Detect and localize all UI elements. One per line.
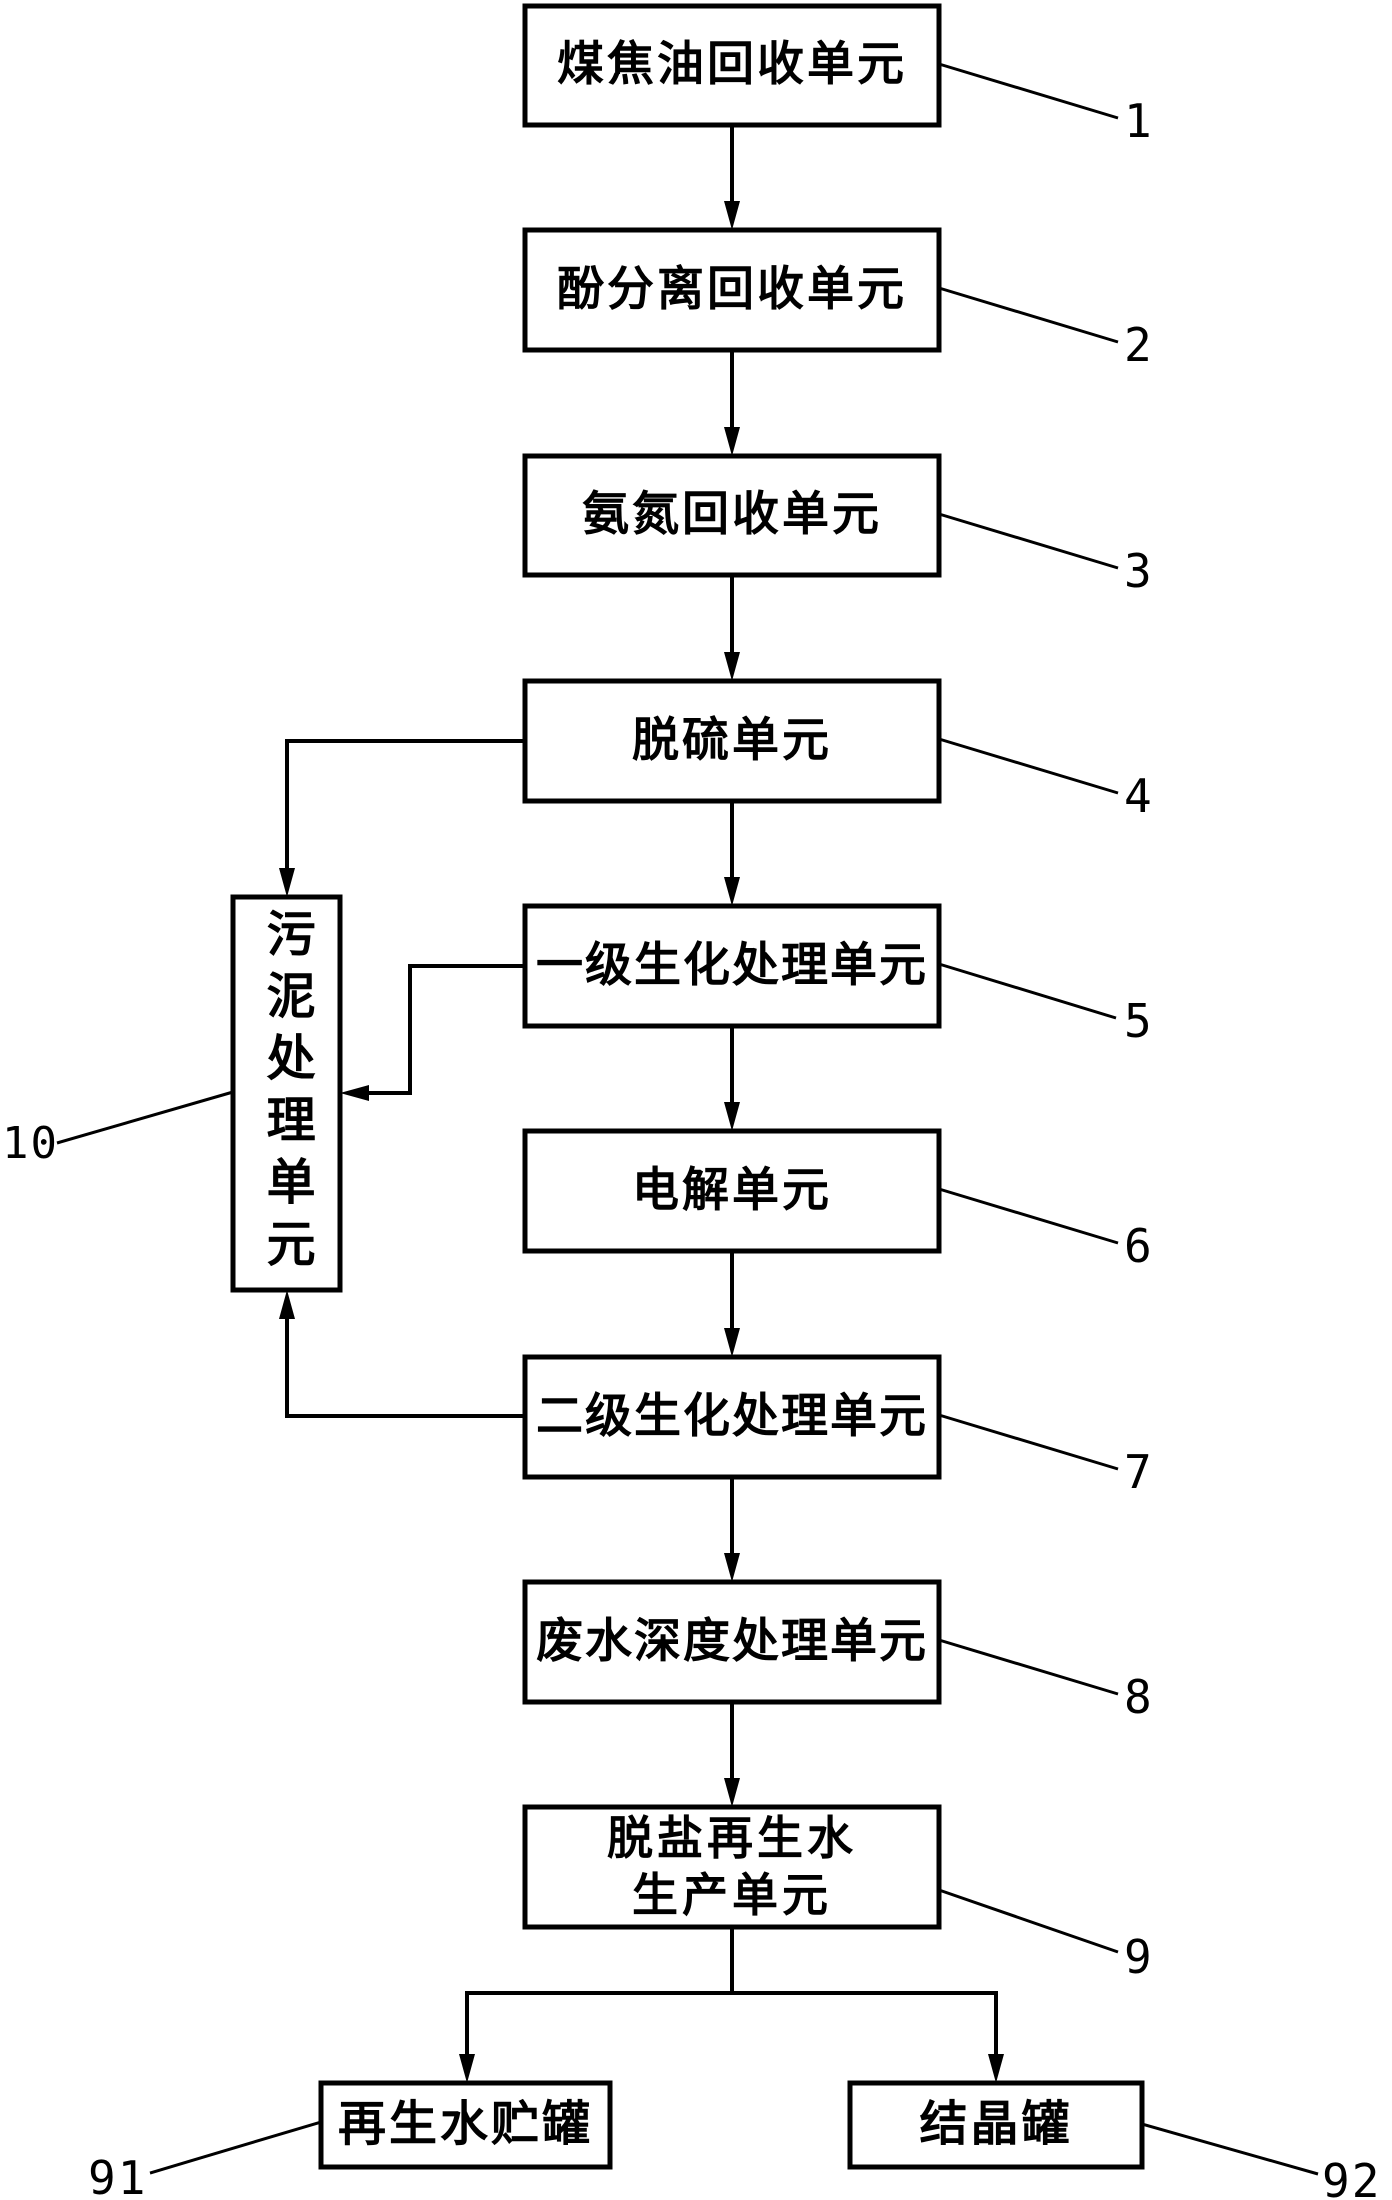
arrowhead-into-box8	[724, 1553, 740, 1582]
sludge-unit-label: 污泥处理单元	[258, 907, 316, 1280]
tank-91-label: 再生水贮罐	[337, 2096, 593, 2153]
leader-line-4	[938, 737, 1119, 795]
process-box-9-label-line2: 生产单元	[632, 1868, 832, 1922]
process-box-9-label-line1: 脱盐再生水	[607, 1810, 857, 1865]
leader-line-10	[56, 1090, 234, 1145]
ref-label-6: 6	[1124, 1219, 1154, 1273]
arrowhead-into-box7	[724, 1328, 740, 1357]
leader-line-6	[938, 1187, 1119, 1245]
arrowhead-into-sludge-top	[279, 868, 295, 897]
arrowhead-into-tank-92	[988, 2054, 1004, 2083]
arrowhead-into-box5	[724, 877, 740, 906]
ref-label-2: 2	[1124, 318, 1154, 372]
process-box-2-outline	[522, 227, 942, 353]
ref-label-92: 92	[1322, 2154, 1382, 2200]
ref-label-5: 5	[1124, 994, 1154, 1048]
process-box-5-label: 一级生化处理单元	[536, 937, 928, 993]
process-box-5-outline	[522, 903, 942, 1029]
ref-label-8: 8	[1124, 1670, 1154, 1724]
arrowhead-into-box4	[724, 652, 740, 681]
arrowhead-into-sludge-right	[340, 1085, 369, 1101]
leader-line-91	[149, 2120, 322, 2175]
ref-label-9: 9	[1124, 1930, 1154, 1984]
process-box-6-label: 电解单元	[632, 1162, 832, 1218]
secondary-bio-to-sludge-line	[285, 1316, 525, 1418]
process-box-1-label: 煤焦油回收单元	[557, 37, 907, 93]
process-box-6-outline	[522, 1128, 942, 1254]
process-box-8-label: 废水深度处理单元	[536, 1613, 928, 1669]
primary-bio-to-sludge-line	[369, 964, 525, 1095]
arrowhead-into-box3	[724, 427, 740, 456]
ref-label-3: 3	[1124, 544, 1154, 598]
ref-label-1: 1	[1124, 94, 1154, 148]
process-box-3-label: 氨氮回收单元	[582, 487, 882, 543]
leader-line-92	[1141, 2122, 1319, 2176]
process-box-1-outline	[522, 3, 942, 128]
process-box-7-label: 二级生化处理单元	[536, 1388, 928, 1444]
process-box-4-label: 脱硫单元	[632, 712, 832, 768]
ref-label-10: 10	[2, 1118, 59, 1169]
ref-label-91: 91	[88, 2151, 148, 2200]
tank-92-label: 结晶罐	[919, 2096, 1073, 2153]
arrowhead-into-box9	[724, 1778, 740, 1807]
sludge-unit-box-outline	[230, 894, 343, 1293]
ref-label-4: 4	[1124, 769, 1154, 823]
process-box-7-outline	[522, 1354, 942, 1480]
leader-line-5	[938, 962, 1117, 1020]
tank-91-box-outline	[318, 2080, 613, 2170]
process-box-9-label: 脱盐再生水 生产单元	[525, 1807, 939, 1927]
desulfurization-to-sludge-line	[285, 739, 525, 871]
leader-line-3	[938, 512, 1119, 570]
leader-line-9	[938, 1888, 1119, 1954]
process-box-4-outline	[522, 678, 942, 804]
arrowhead-into-sludge-bottom	[279, 1290, 295, 1319]
leader-line-8	[938, 1638, 1119, 1696]
process-box-3-outline	[522, 453, 942, 578]
process-box-8-outline	[522, 1579, 942, 1705]
arrowhead-into-box6	[724, 1102, 740, 1131]
process-box-2-label: 酚分离回收单元	[557, 261, 907, 317]
process-box-9-outline	[522, 1804, 942, 1930]
ref-label-7: 7	[1124, 1445, 1154, 1499]
leader-line-1	[938, 62, 1119, 120]
leader-line-7	[938, 1413, 1119, 1471]
tank-92-box-outline	[847, 2080, 1145, 2170]
leader-line-2	[938, 286, 1119, 344]
arrowhead-into-tank-91	[459, 2054, 475, 2083]
arrowhead-into-box2	[724, 201, 740, 230]
